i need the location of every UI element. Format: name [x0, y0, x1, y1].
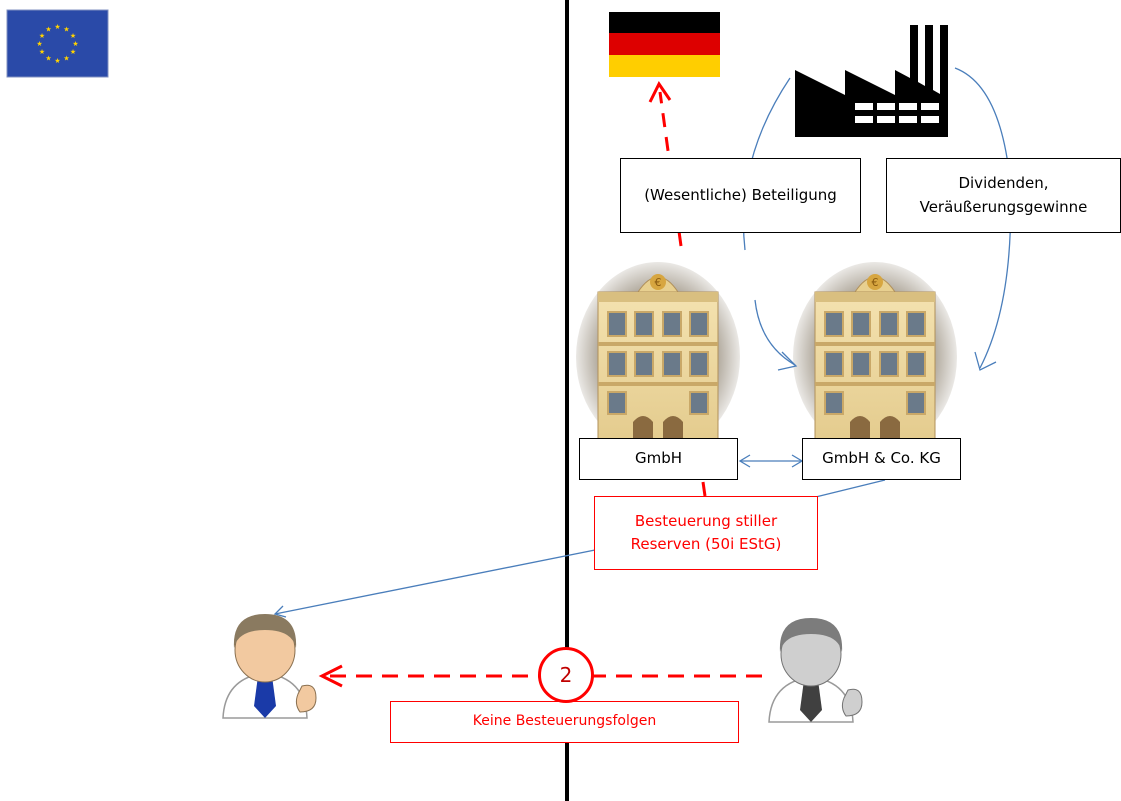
beteiligung-label-box: (Wesentliche) Beteiligung	[620, 158, 861, 233]
besteuerung-label-box: Besteuerung stiller Reserven (50i EStG)	[594, 496, 818, 570]
step-number-badge: 2	[538, 647, 594, 703]
svg-text:★: ★	[54, 23, 60, 31]
factory-icon	[795, 25, 948, 137]
gmbh-co-kg-label: GmbH & Co. KG	[822, 449, 941, 468]
svg-text:★: ★	[45, 55, 51, 63]
businessman-grey-icon	[768, 617, 863, 723]
step-number: 2	[559, 663, 573, 687]
gmbh-co-kg-building-icon	[792, 261, 958, 458]
dividenden-label-box: Dividenden, Veräußerungsgewinne	[886, 158, 1121, 233]
svg-text:★: ★	[70, 48, 76, 56]
gmbh-co-kg-label-box: GmbH & Co. KG	[802, 438, 961, 480]
businessman-icon	[222, 613, 317, 719]
svg-text:★: ★	[45, 26, 51, 34]
svg-text:★: ★	[70, 32, 76, 40]
svg-text:★: ★	[54, 57, 60, 65]
svg-text:★: ★	[39, 48, 45, 56]
eu-flag-icon: ★★★ ★★★ ★★★ ★★★	[6, 9, 109, 78]
svg-text:★: ★	[39, 32, 45, 40]
gmbh-label: GmbH	[634, 449, 683, 468]
svg-text:★: ★	[63, 26, 69, 34]
dividenden-label: Dividenden, Veräußerungsgewinne	[919, 174, 1088, 216]
svg-text:★: ★	[63, 55, 69, 63]
beteiligung-label: (Wesentliche) Beteiligung	[644, 185, 837, 204]
keine-folgen-label: Keine Besteuerungsfolgen	[472, 713, 657, 730]
curve-to-kg-left	[754, 299, 796, 366]
gmbh-label-box: GmbH	[579, 438, 738, 480]
besteuerung-label: Besteuerung stiller Reserven (50i EStG)	[630, 511, 782, 553]
keine-folgen-label-box: Keine Besteuerungsfolgen	[390, 701, 739, 743]
germany-flag-icon	[609, 12, 720, 77]
svg-text:★: ★	[36, 40, 42, 48]
gmbh-building-icon	[575, 261, 741, 458]
svg-text:★: ★	[72, 40, 78, 48]
